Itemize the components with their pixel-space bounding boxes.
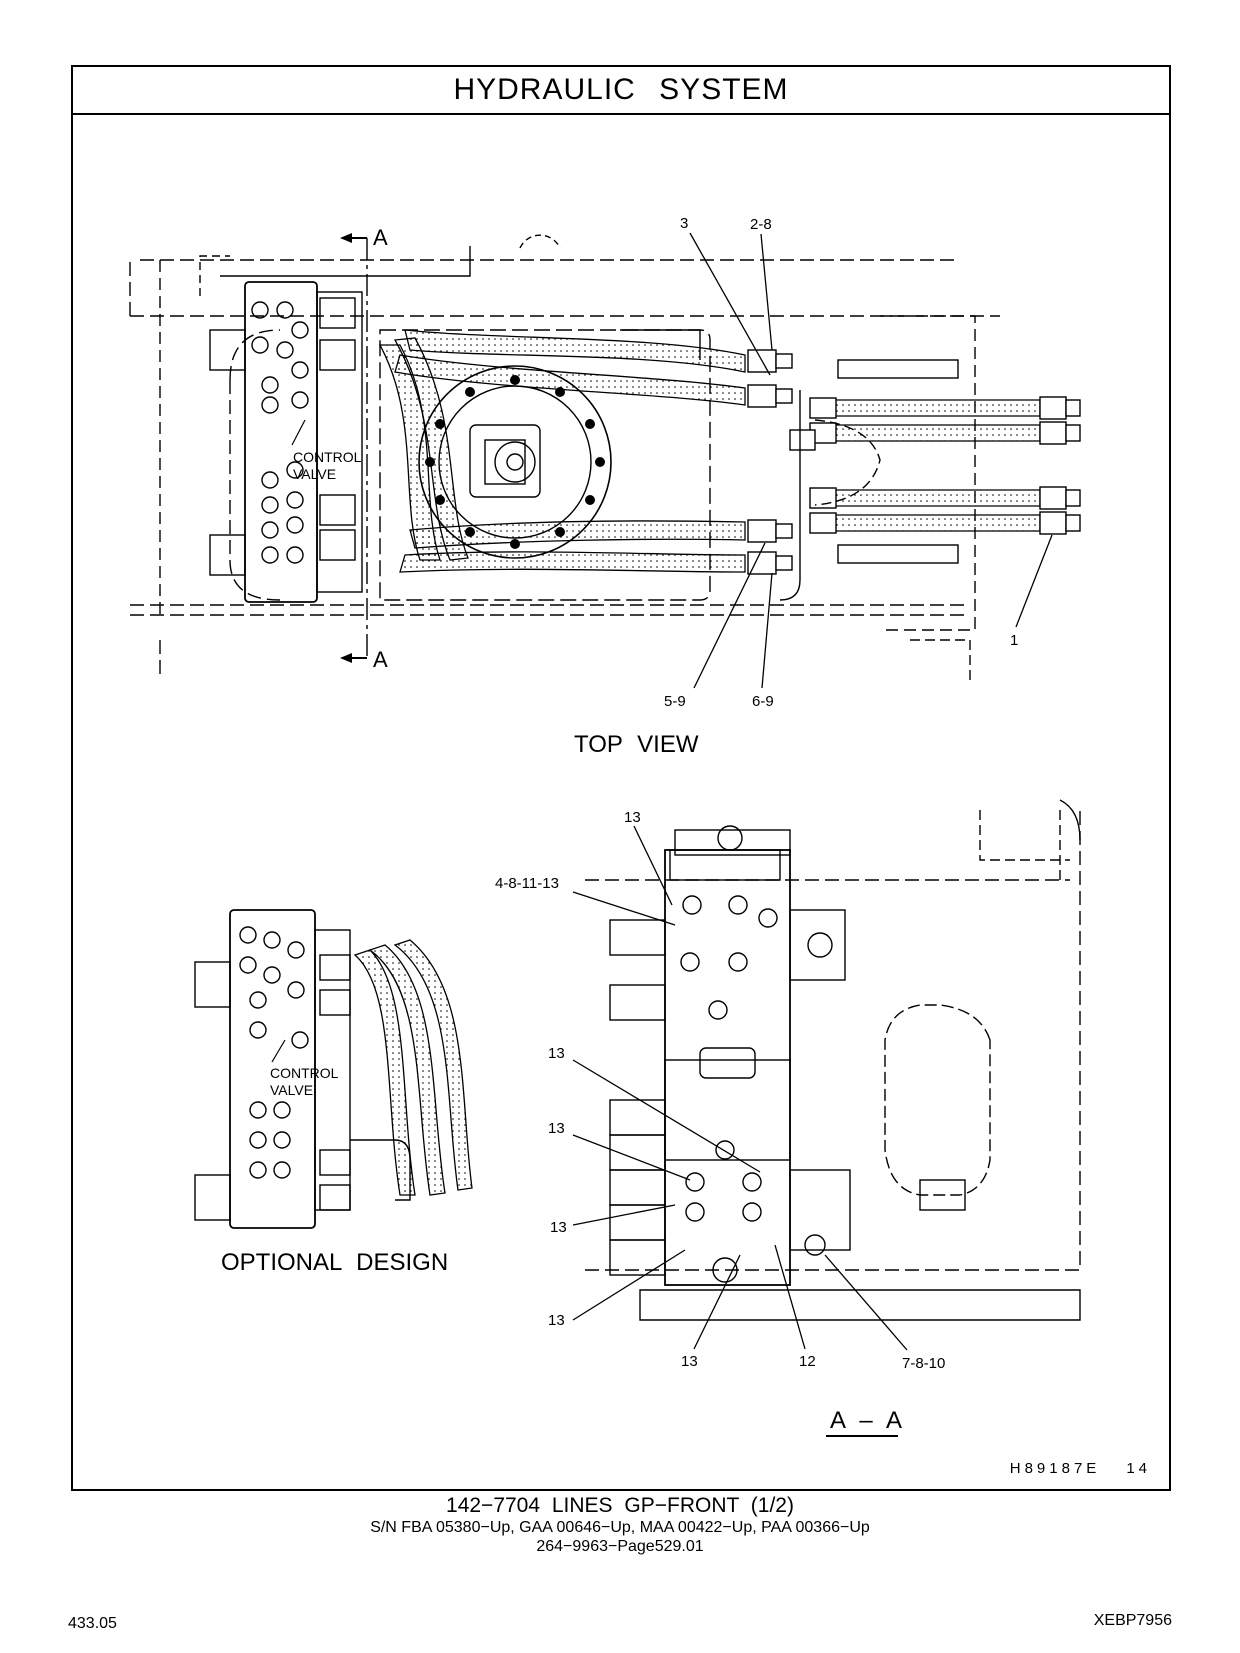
section-callout-13-a: 13 — [624, 809, 641, 826]
caption-page-reference: 264−9963−Page529.01 — [536, 1538, 704, 1555]
section-marker-top: A — [373, 225, 388, 250]
top-view-drawing — [129, 234, 1000, 680]
hose-fittings — [747, 349, 1081, 575]
section-callout-13-c: 13 — [548, 1120, 565, 1137]
section-view-leaders — [572, 825, 908, 1351]
section-callout-7-8-10: 7-8-10 — [902, 1355, 945, 1372]
optional-control-valve-line2: VALVE — [270, 1082, 313, 1098]
optional-design-drawing — [194, 909, 411, 1229]
optional-design-label: OPTIONAL DESIGN — [221, 1249, 448, 1276]
section-callout-13-e: 13 — [548, 1312, 565, 1329]
footer-page-number: 433.05 — [68, 1615, 117, 1632]
section-marker-bottom: A — [373, 647, 388, 672]
page-title: HYDRAULIC SYSTEM — [73, 67, 1169, 115]
callout-1: 1 — [1010, 632, 1018, 649]
top-view-leaders — [689, 232, 1053, 689]
callout-5-9: 5-9 — [664, 693, 686, 710]
section-view-drawing — [585, 799, 1081, 1321]
control-valve-label-line2: VALVE — [293, 466, 336, 482]
section-callout-12: 12 — [799, 1353, 816, 1370]
callout-6-9: 6-9 — [752, 693, 774, 710]
illustration-code-text: H89187E — [1009, 1460, 1101, 1477]
illustration-number: 14 — [1126, 1460, 1151, 1477]
optional-control-valve-line1: CONTROL — [270, 1065, 339, 1081]
caption-serial-numbers: S/N FBA 05380−Up, GAA 00646−Up, MAA 0042… — [370, 1519, 870, 1536]
section-callout-13-f: 13 — [681, 1353, 698, 1370]
section-view-label: A – A — [830, 1407, 902, 1434]
section-arrow-bottom — [340, 653, 367, 663]
drawing-frame: HYDRAULIC SYSTEM H89187E 14 — [71, 65, 1171, 1491]
section-arrow-top — [340, 233, 367, 243]
callout-3: 3 — [680, 215, 688, 232]
section-callout-13-b: 13 — [548, 1045, 565, 1062]
callout-2-8: 2-8 — [750, 216, 772, 233]
footer-document-code: XEBP7956 — [1093, 1612, 1172, 1629]
caption-part-number: 142−7704 LINES GP−FRONT (1/2) — [446, 1494, 794, 1517]
control-valve-label-line1: CONTROL — [293, 449, 362, 465]
section-callout-13-d: 13 — [550, 1219, 567, 1236]
control-valve-leader — [291, 419, 306, 446]
optional-control-valve-leader — [271, 1039, 286, 1063]
section-callout-4-8-11-13: 4-8-11-13 — [495, 875, 559, 892]
top-view-label: TOP VIEW — [574, 731, 699, 758]
hose-lines — [378, 329, 1041, 573]
illustration-code: H89187E 14 — [1010, 1460, 1151, 1477]
